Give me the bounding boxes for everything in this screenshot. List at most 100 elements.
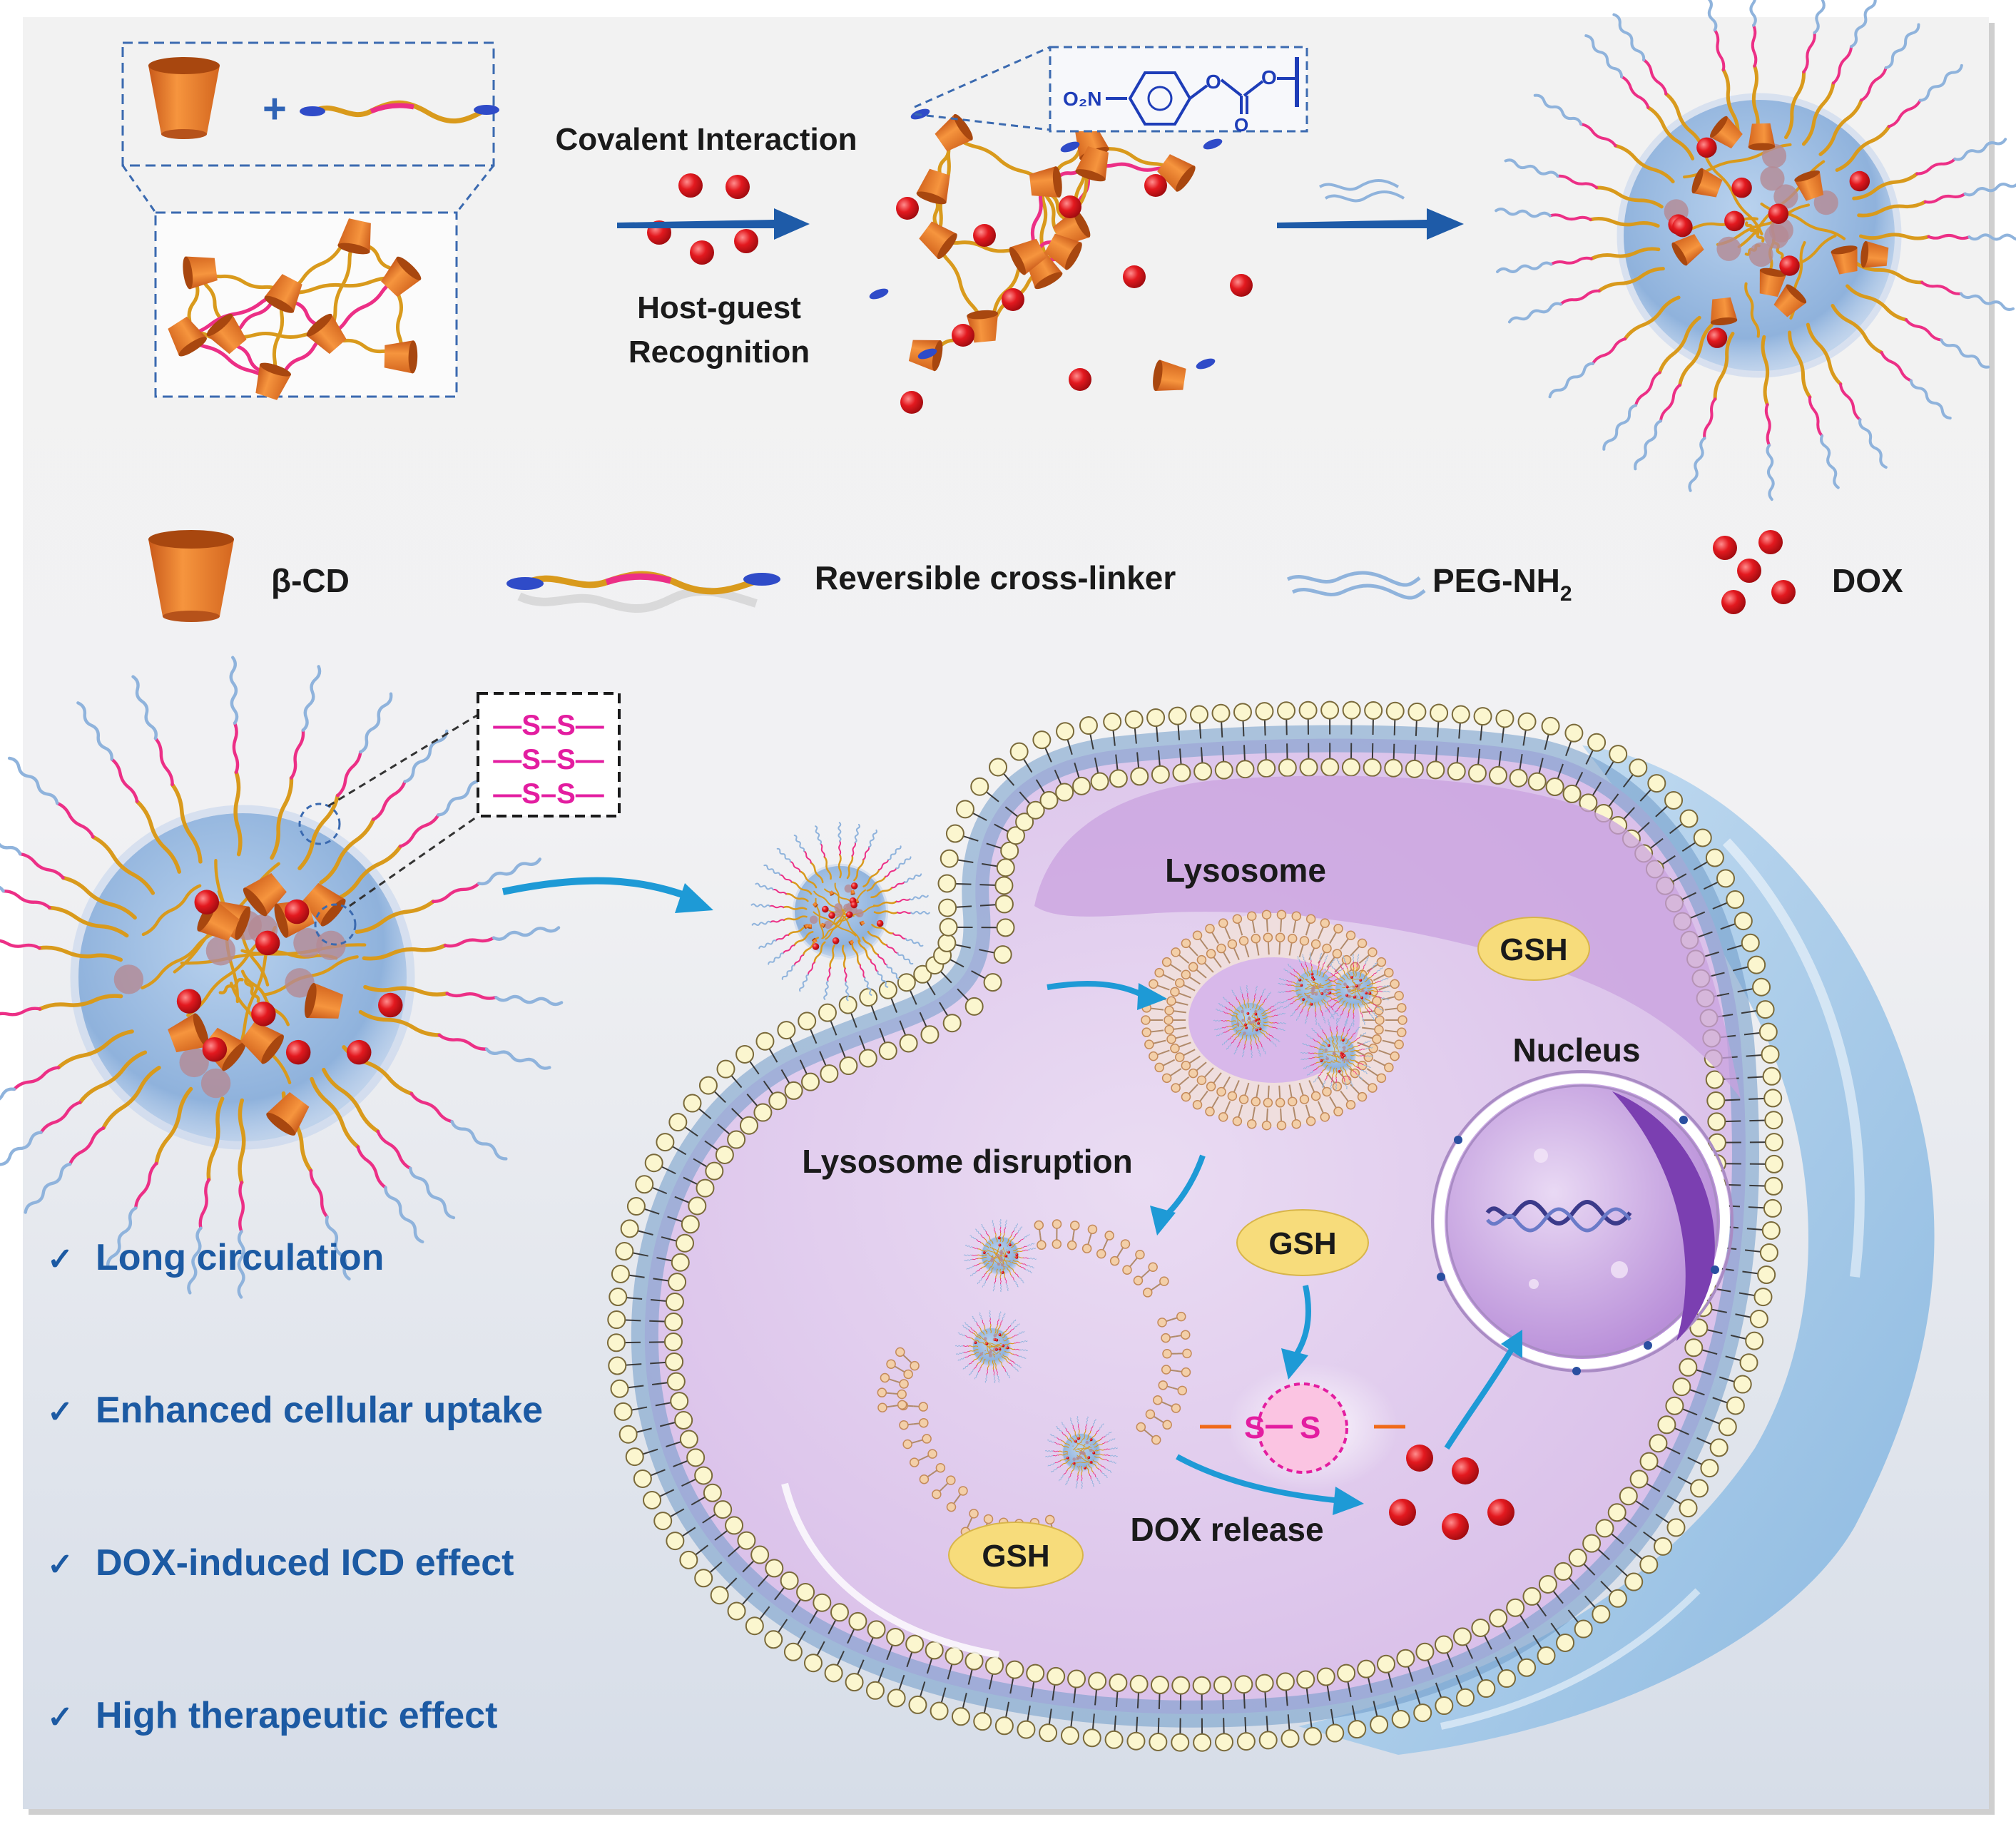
dox-molecule	[690, 240, 714, 265]
disulfide-inset: —S–S— —S–S— —S–S—	[478, 693, 619, 816]
dox-molecule	[1355, 984, 1358, 987]
dox-molecule	[1338, 1070, 1341, 1073]
dox-molecule	[1672, 217, 1693, 238]
dox-molecule	[1073, 1462, 1076, 1464]
dox-molecule	[846, 911, 853, 918]
dox-molecule	[1084, 1467, 1086, 1469]
gsh-badge-3: GSH	[949, 1522, 1083, 1588]
dox-molecule	[1343, 1054, 1346, 1057]
dox-molecule	[1310, 1003, 1313, 1006]
dox-molecule	[1300, 984, 1303, 987]
dox-molecule	[1074, 1440, 1077, 1442]
dox-molecule	[1346, 986, 1349, 989]
dox-molecule	[1406, 1445, 1433, 1472]
benefit-long-circulation: Long circulation	[96, 1237, 384, 1278]
dox-molecule	[1340, 1051, 1343, 1054]
dox-molecule	[1245, 1027, 1248, 1029]
dox-molecule	[1077, 1437, 1080, 1440]
dox-molecule	[1452, 1457, 1479, 1484]
dox-molecule	[734, 229, 758, 253]
dox-molecule	[1257, 1022, 1260, 1025]
dox-molecule	[1066, 1457, 1069, 1460]
lysosome-disruption-label: Lysosome disruption	[802, 1143, 1132, 1180]
dox-molecule	[1345, 994, 1348, 997]
dox-molecule	[1771, 580, 1796, 604]
dox-molecule	[1320, 1059, 1323, 1062]
dox-molecule	[1059, 195, 1081, 218]
check-icon: ✓	[47, 1242, 73, 1277]
dox-molecule	[678, 173, 703, 198]
dox-molecule	[1368, 992, 1371, 995]
dox-molecule	[974, 1341, 977, 1344]
hostguest-label-line1: Host-guest	[637, 290, 801, 325]
dox-molecule	[1713, 536, 1737, 560]
dox-molecule	[896, 197, 919, 220]
dox-molecule	[983, 1251, 986, 1254]
dox-molecule	[998, 1236, 1001, 1239]
dox-molecule	[1004, 1255, 1007, 1258]
dox-molecule	[1259, 1027, 1262, 1030]
dox-molecule	[851, 882, 858, 890]
benefit-item-2: ✓ Enhanced cellular uptake	[47, 1390, 543, 1431]
nucleus-label: Nucleus	[1513, 1031, 1641, 1069]
legend-peg-label: PEG-NH2	[1432, 562, 1572, 606]
dox-molecule	[285, 900, 310, 924]
lysosome	[1141, 910, 1407, 1129]
dox-molecule	[1724, 211, 1745, 232]
dox-molecule	[1353, 996, 1356, 999]
dox-molecule	[998, 1348, 1001, 1350]
dox-molecule	[1442, 1513, 1469, 1540]
dox-molecule	[1002, 1344, 1004, 1347]
chem-o2n-label: O₂N	[1063, 88, 1101, 110]
dox-molecule	[1007, 1251, 1010, 1254]
dox-molecule	[999, 1333, 1002, 1336]
gsh-badge-2: GSH	[1237, 1210, 1368, 1275]
dox-molecule	[1092, 1452, 1095, 1455]
ss-s1-label: S	[1244, 1410, 1265, 1445]
benefit-item-4: ✓ High therapeutic effect	[47, 1695, 497, 1736]
dox-molecule	[378, 993, 403, 1018]
chem-o-label-1: O	[1206, 71, 1221, 93]
ss-s2-label: S	[1300, 1410, 1320, 1445]
benefit-item-1: ✓ Long circulation	[47, 1237, 384, 1278]
dox-molecule	[1389, 1499, 1416, 1526]
dox-molecule	[1090, 1438, 1093, 1441]
dox-molecule	[1328, 1044, 1330, 1047]
dox-molecule	[1015, 1256, 1018, 1259]
dox-molecule	[203, 1037, 228, 1062]
plus-sign: +	[263, 86, 287, 132]
dox-molecule	[973, 224, 996, 247]
dox-molecule	[1244, 1023, 1247, 1026]
gsh-label-2: GSH	[1268, 1226, 1336, 1261]
dox-release-label: DOX release	[1130, 1511, 1323, 1548]
benefit-icd-effect: DOX-induced ICD effect	[96, 1542, 514, 1584]
dox-molecule	[1696, 138, 1717, 158]
dox-molecule	[251, 1002, 276, 1027]
dox-molecule	[822, 906, 829, 913]
legend-crosslinker-label: Reversible cross-linker	[815, 559, 1176, 596]
chem-o-label-3: O	[1261, 66, 1277, 88]
dox-molecule	[1320, 992, 1323, 995]
dox-molecule	[1246, 1012, 1249, 1015]
gsh-label-3: GSH	[982, 1539, 1049, 1574]
dox-molecule	[1298, 979, 1301, 982]
legend-peg-text: PEG-NH	[1432, 562, 1560, 599]
dox-molecule	[726, 175, 750, 199]
gsh-badge-1: GSH	[1478, 917, 1589, 980]
dox-molecule	[1255, 1013, 1258, 1016]
cd-cup	[1748, 123, 1775, 151]
lysosome-label: Lysosome	[1165, 852, 1326, 889]
dox-molecule	[347, 1040, 372, 1065]
dox-molecule	[1360, 997, 1363, 999]
chem-o-label-2: O	[1234, 114, 1248, 136]
legend-cd-label: β-CD	[271, 562, 350, 599]
disulfide-row-2: —S–S—	[493, 744, 604, 775]
dox-molecule	[813, 943, 820, 950]
check-icon: ✓	[47, 1700, 73, 1735]
dox-molecule	[828, 912, 835, 919]
legend-peg-subscript: 2	[1560, 582, 1572, 606]
check-icon: ✓	[47, 1395, 73, 1430]
dox-molecule	[1009, 1243, 1012, 1246]
